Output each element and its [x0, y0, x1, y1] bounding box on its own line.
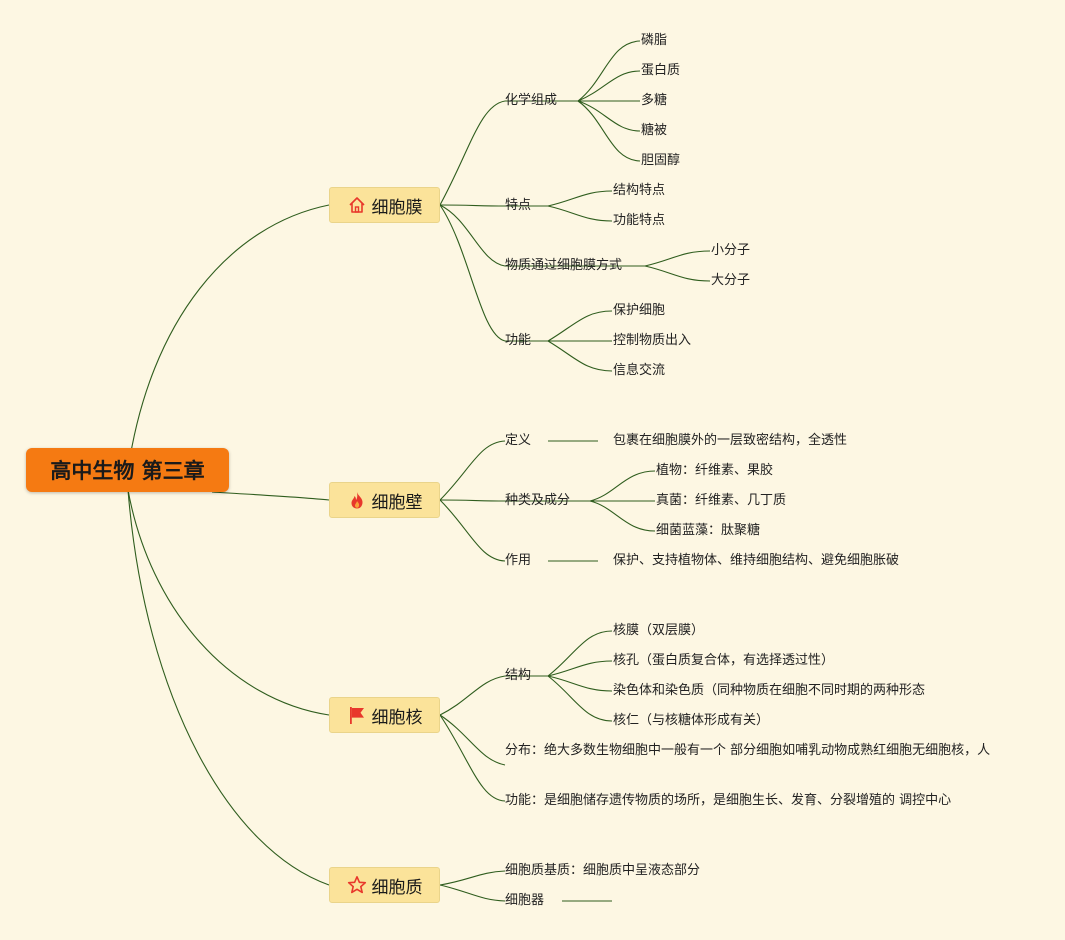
branch-label: 细胞质 [371, 877, 423, 898]
wall-role[interactable]: 作用 [505, 553, 532, 568]
leaf-item[interactable]: 多糖 [641, 93, 668, 108]
leaf-item[interactable]: 保护、支持植物体、维持细胞结构、避免细胞胀破 [613, 553, 900, 568]
root-node[interactable]: 高中生物 第三章 [26, 448, 229, 492]
leaf-item[interactable]: 结构特点 [613, 183, 666, 198]
fire-icon [347, 490, 367, 510]
leaf-item[interactable]: 磷脂 [641, 33, 668, 48]
leaf-item[interactable]: 染色体和染色质（同种物质在细胞不同时期的两种形态 [613, 683, 926, 698]
leaf-item[interactable]: 信息交流 [613, 363, 666, 378]
house-icon [347, 195, 367, 215]
nucleus-structure[interactable]: 结构 [505, 668, 532, 683]
chem-composition[interactable]: 化学组成 [505, 93, 558, 108]
leaf-item[interactable]: 大分子 [711, 273, 751, 288]
flag-icon [347, 705, 367, 725]
leaf-item[interactable]: 糖被 [641, 123, 668, 138]
membrane-function[interactable]: 功能 [505, 333, 532, 348]
cytoplasm-matrix[interactable]: 细胞质基质：细胞质中呈液态部分 [505, 863, 701, 878]
wall-types[interactable]: 种类及成分 [505, 493, 571, 508]
leaf-item[interactable]: 胆固醇 [641, 153, 681, 168]
membrane-transport[interactable]: 物质通过细胞膜方式 [505, 258, 623, 273]
leaf-item[interactable]: 核膜（双层膜） [613, 623, 705, 638]
branch-label: 细胞膜 [371, 197, 423, 218]
star-icon [347, 875, 367, 895]
branch-nucleus[interactable]: 细胞核 [329, 697, 440, 733]
branch-cell-membrane[interactable]: 细胞膜 [329, 187, 440, 223]
nucleus-distribution[interactable]: 分布：绝大多数生物细胞中一般有一个 部分细胞如哺乳动物成熟红细胞无细胞核，人 [505, 743, 991, 758]
wall-definition[interactable]: 定义 [505, 433, 532, 448]
cytoplasm-organelle[interactable]: 细胞器 [505, 893, 545, 908]
leaf-item[interactable]: 真菌：纤维素、几丁质 [656, 493, 787, 508]
branch-label: 细胞核 [371, 707, 423, 728]
leaf-item[interactable]: 蛋白质 [641, 63, 681, 78]
leaf-item[interactable]: 保护细胞 [613, 303, 666, 318]
leaf-item[interactable]: 植物：纤维素、果胶 [656, 463, 774, 478]
leaf-item[interactable]: 核仁（与核糖体形成有关） [613, 713, 770, 728]
leaf-item[interactable]: 控制物质出入 [613, 333, 692, 348]
leaf-item[interactable]: 小分子 [711, 243, 751, 258]
leaf-item[interactable]: 核孔（蛋白质复合体，有选择透过性） [613, 653, 835, 668]
leaf-item[interactable]: 细菌蓝藻：肽聚糖 [656, 523, 761, 538]
leaf-item[interactable]: 包裹在细胞膜外的一层致密结构，全透性 [613, 433, 848, 448]
leaf-item[interactable]: 功能特点 [613, 213, 666, 228]
branch-cytoplasm[interactable]: 细胞质 [329, 867, 440, 903]
branch-label: 细胞壁 [371, 492, 423, 513]
nucleus-function[interactable]: 功能：是细胞储存遗传物质的场所，是细胞生长、发育、分裂增殖的 调控中心 [505, 793, 952, 808]
branch-cell-wall[interactable]: 细胞壁 [329, 482, 440, 518]
membrane-feature[interactable]: 特点 [505, 198, 532, 213]
